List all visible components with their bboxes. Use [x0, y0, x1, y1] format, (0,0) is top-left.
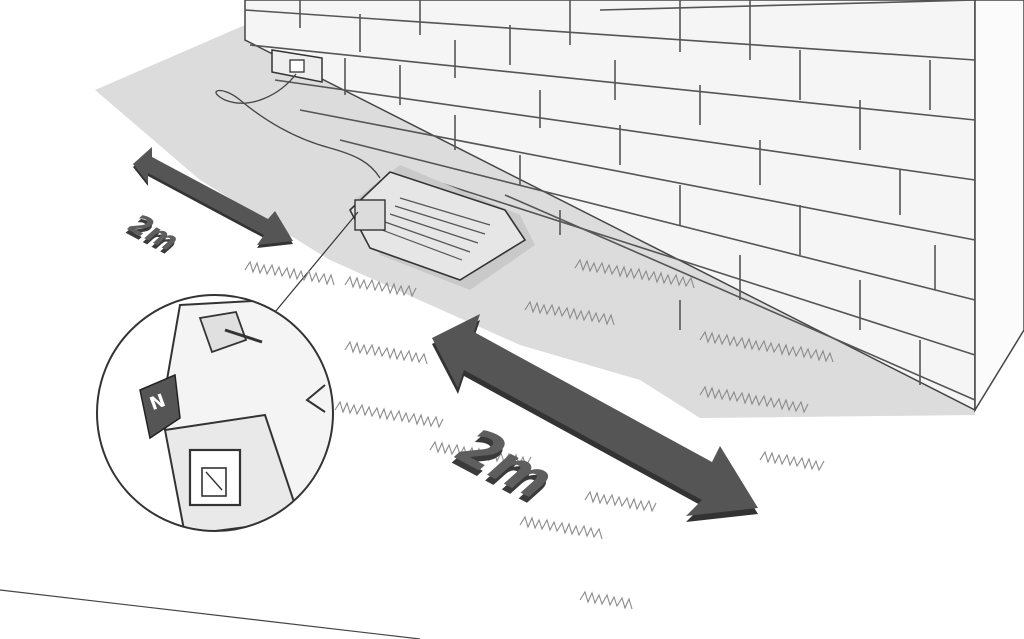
power-cable	[215, 73, 381, 179]
detail-leader-line	[274, 211, 359, 313]
magnifier-ring	[96, 294, 334, 532]
socket-plug	[289, 59, 305, 73]
grass-patch	[574, 258, 695, 289]
station-ribs	[381, 197, 491, 261]
detail-pin	[224, 328, 263, 344]
brick-wall	[244, 0, 1024, 413]
dimension-label-rear-group: 2m 2m	[118, 209, 189, 259]
grass-patch	[519, 515, 603, 540]
dimension-arrow-rear	[133, 147, 293, 248]
brick-lines	[244, 0, 976, 401]
grass-patch	[699, 385, 809, 414]
arrow-rear-body	[133, 147, 293, 245]
dimension-label-rear: 2m	[120, 209, 189, 255]
grass-patch	[344, 340, 428, 365]
detail-chevron	[305, 384, 326, 413]
charging-station	[349, 165, 535, 290]
station-base	[349, 171, 527, 281]
grass-patch	[334, 400, 444, 429]
grass-patch	[244, 260, 335, 286]
grass-patch	[524, 300, 615, 326]
grass-patch	[584, 490, 657, 513]
grass-patch	[579, 590, 633, 610]
magnifier-content: N	[139, 298, 333, 531]
dimension-label-front: 2m	[439, 420, 572, 509]
wall-side	[974, 0, 1024, 413]
arrow-front-body	[432, 314, 758, 516]
foreground-edge	[0, 589, 421, 639]
dimension-label-front-group: 2m 2m	[437, 420, 572, 515]
station-charger-unit	[354, 199, 386, 231]
detail-marker-label: N	[147, 390, 168, 415]
grass-patch	[699, 330, 834, 363]
wall-socket	[271, 49, 323, 83]
ground-shadow	[95, 25, 975, 418]
grass-patch	[759, 450, 825, 472]
dimension-arrow-front	[432, 314, 758, 522]
detail-magnifier: N	[96, 294, 334, 532]
detail-marker-tab	[139, 373, 181, 440]
grass-patches	[244, 258, 834, 610]
detail-connector-mark	[205, 471, 223, 491]
grass-patch	[344, 275, 417, 298]
grass-patch	[429, 440, 532, 468]
detail-post	[198, 310, 248, 354]
